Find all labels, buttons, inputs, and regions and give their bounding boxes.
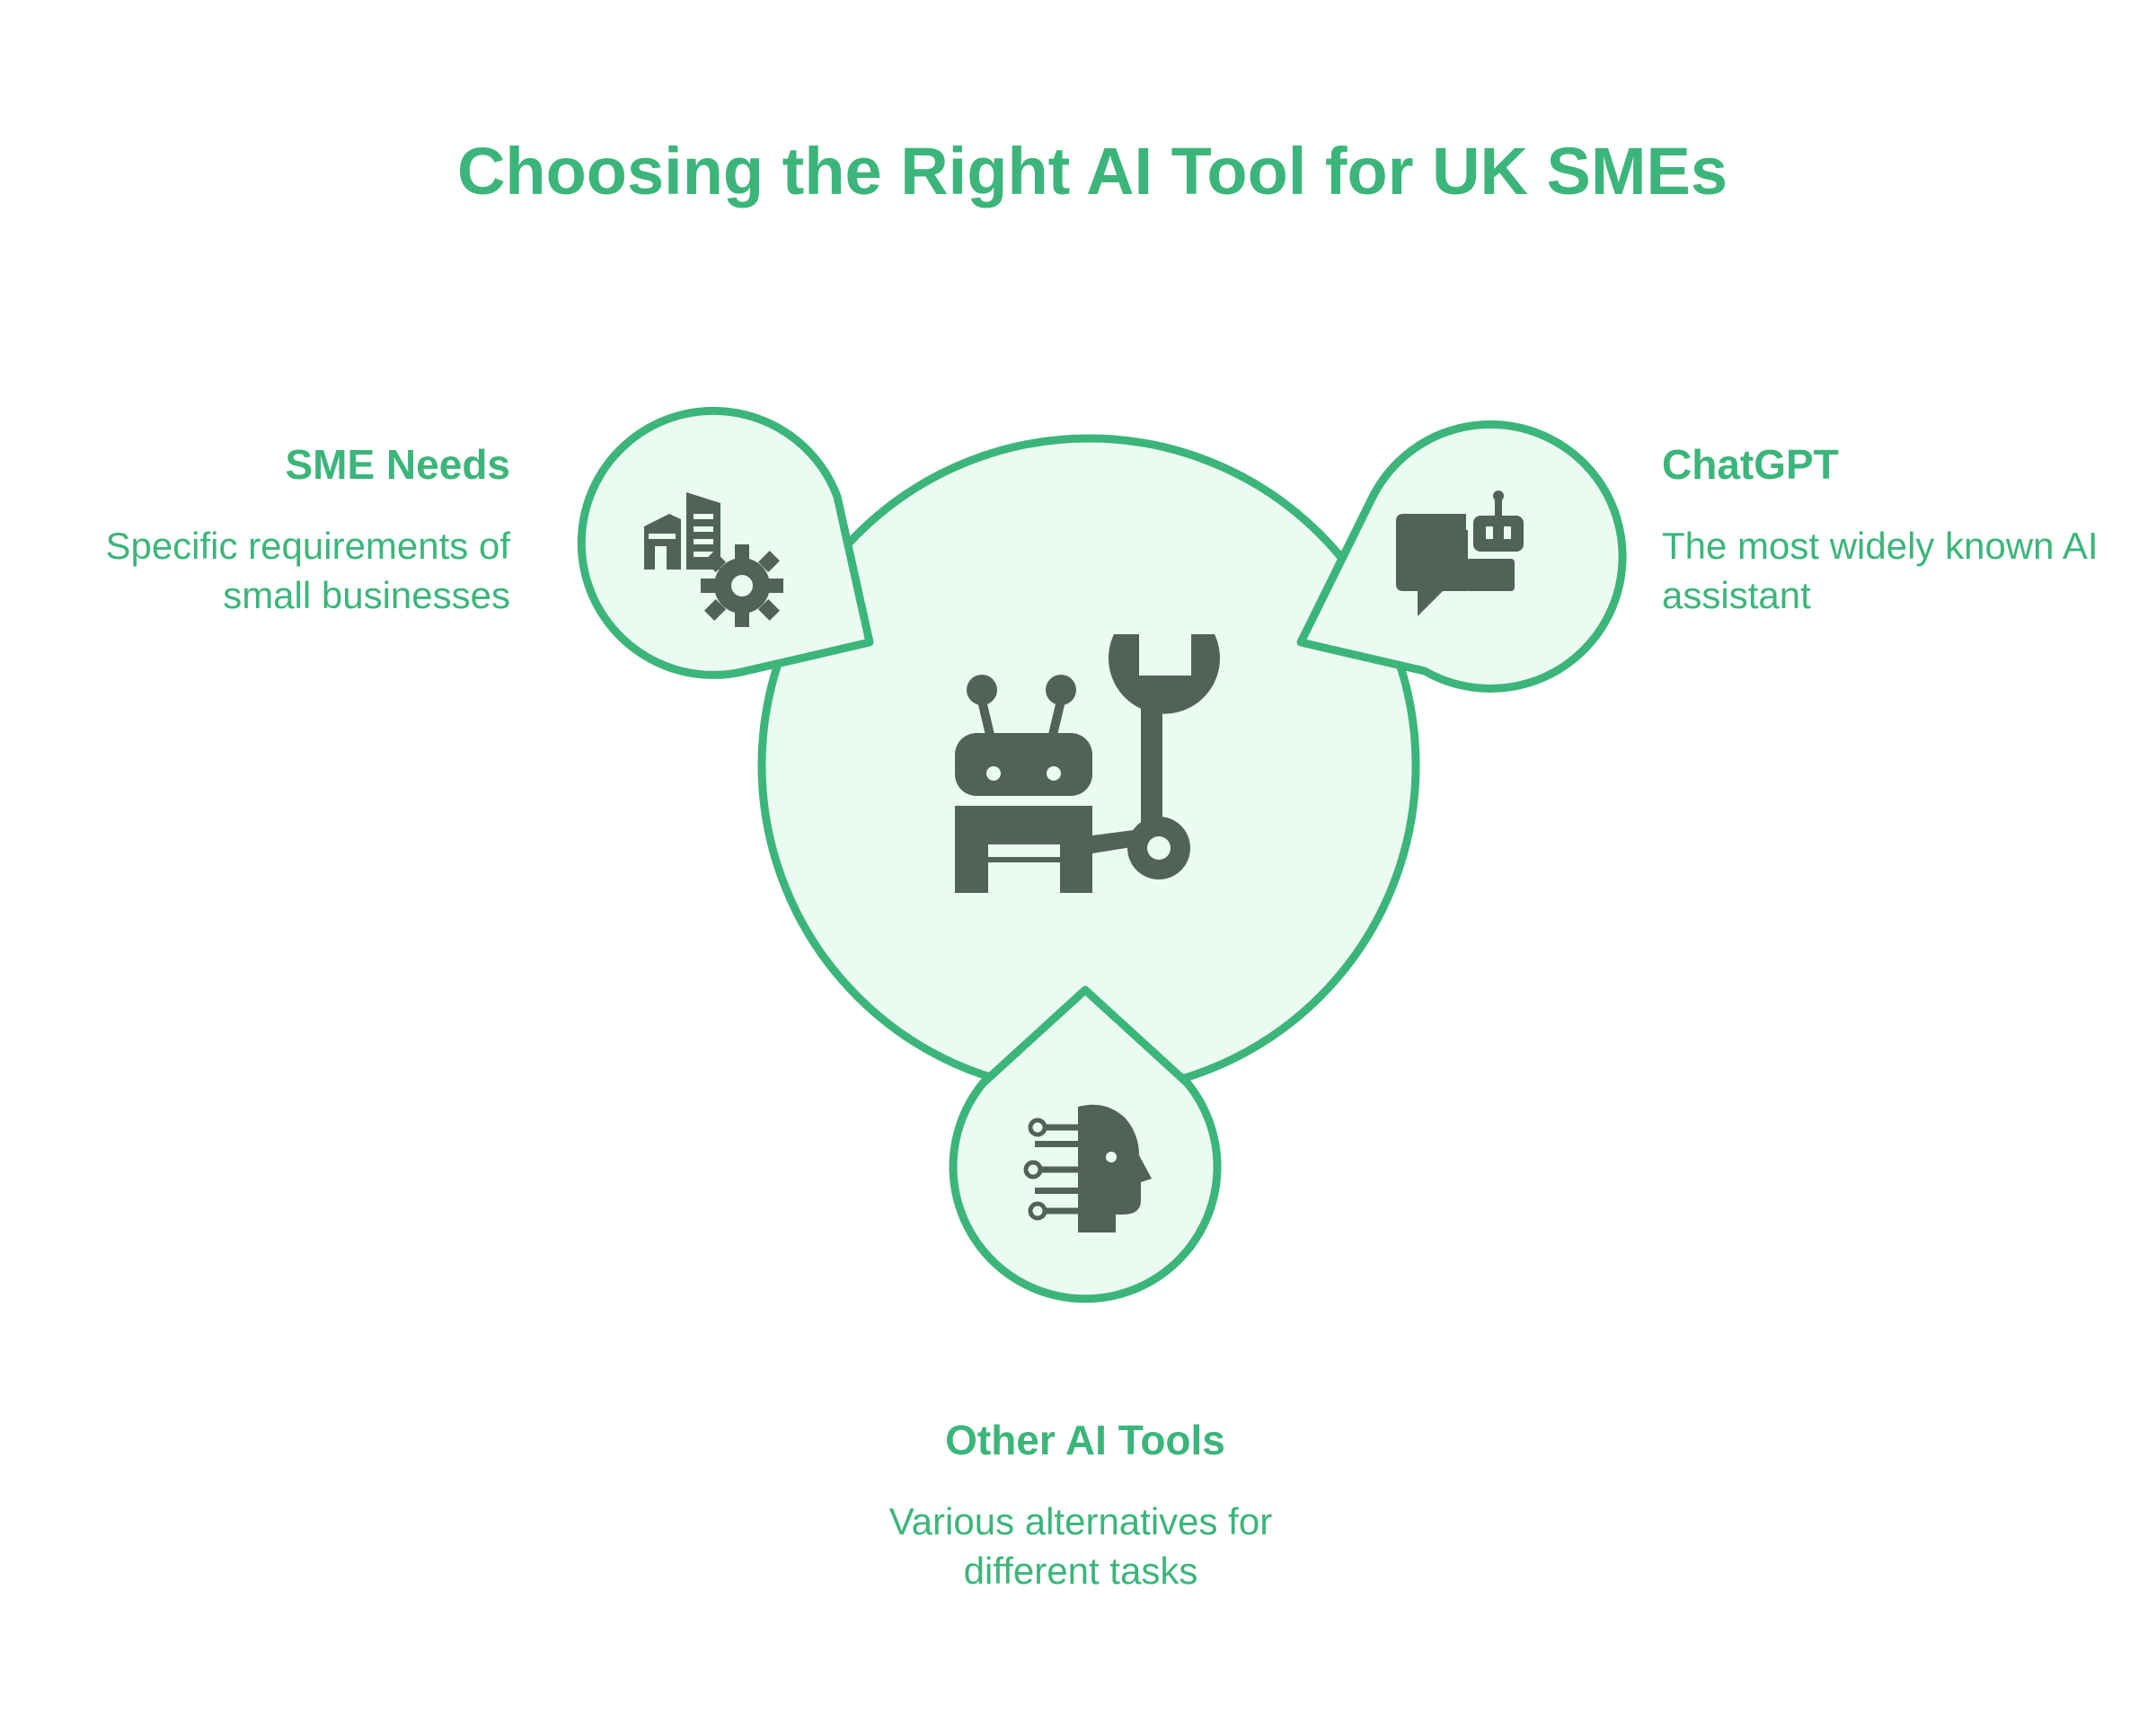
sme-needs-description: Specific requirements of small businesse… bbox=[105, 525, 510, 616]
buildings-gear-icon bbox=[644, 492, 783, 627]
robot-wrench-icon bbox=[955, 634, 1220, 893]
chat-bot-icon bbox=[1396, 490, 1524, 616]
chatgpt-heading: ChatGPT bbox=[1662, 441, 1839, 488]
page-title: Choosing the Right AI Tool for UK SMEs bbox=[456, 134, 1728, 208]
sme-needs-bubble bbox=[577, 406, 874, 679]
sme-needs-heading: SME Needs bbox=[285, 441, 510, 488]
other-ai-tools-heading: Other AI Tools bbox=[945, 1417, 1225, 1463]
chatgpt-description: The most widely known AI assistant bbox=[1662, 525, 2099, 616]
other-ai-tools-description: Various alternatives for different tasks bbox=[888, 1500, 1273, 1592]
ai-head-icon bbox=[1023, 1104, 1152, 1232]
